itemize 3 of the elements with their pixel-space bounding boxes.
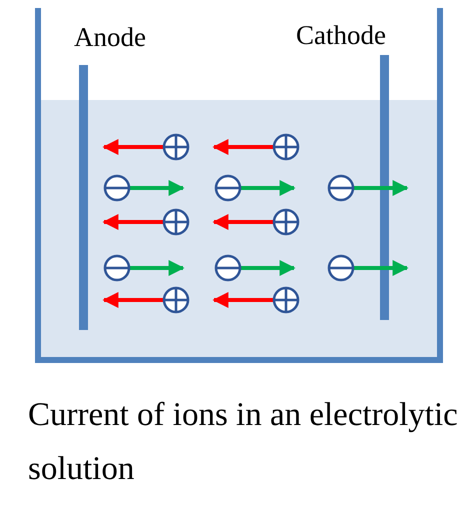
caption: Current of ions in an electrolytic solution xyxy=(28,396,459,489)
electrode-label: Anode xyxy=(74,22,146,52)
electrode-label: Cathode xyxy=(296,20,386,50)
